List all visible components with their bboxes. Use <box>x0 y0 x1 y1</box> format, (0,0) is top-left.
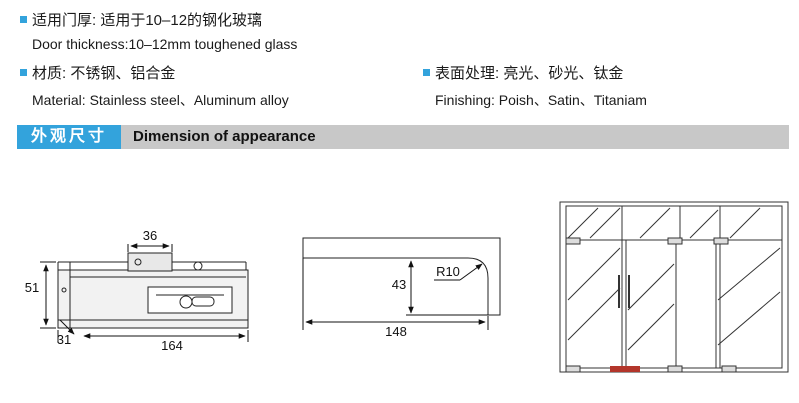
material-zh: 材质: 不锈钢、铝合金 <box>32 65 176 82</box>
bullet-icon <box>20 16 27 23</box>
dim-profile-length: 148 <box>385 324 407 339</box>
section-header-bar: 外观尺寸 Dimension of appearance <box>17 125 789 149</box>
section-tag: 外观尺寸 <box>17 125 121 149</box>
patch-fitting-drawing <box>57 252 249 329</box>
dim-radius: R10 <box>436 264 460 279</box>
dim-height: 51 <box>25 280 39 295</box>
finishing-zh: 表面处理: 亮光、砂光、钛金 <box>435 65 624 82</box>
material-en: Material: Stainless steel、Aluminum alloy <box>32 92 289 108</box>
section-title: Dimension of appearance <box>133 128 316 145</box>
bullet-icon <box>423 69 430 76</box>
finishing-en: Finishing: Poish、Satin、Titaniam <box>435 92 647 108</box>
dim-top-width: 36 <box>143 228 157 243</box>
floor-lock-base <box>610 366 640 372</box>
dim-length: 164 <box>161 338 183 353</box>
glass-door-assembly-drawing <box>559 201 789 373</box>
profile-drawing <box>302 237 501 316</box>
door-thickness-zh: 适用门厚: 适用于10–12的钢化玻璃 <box>32 12 263 29</box>
door-thickness-en: Door thickness:10–12mm toughened glass <box>32 36 298 52</box>
dim-offset: 31 <box>57 332 71 347</box>
dim-profile-height: 43 <box>392 277 406 292</box>
bullet-icon <box>20 69 27 76</box>
